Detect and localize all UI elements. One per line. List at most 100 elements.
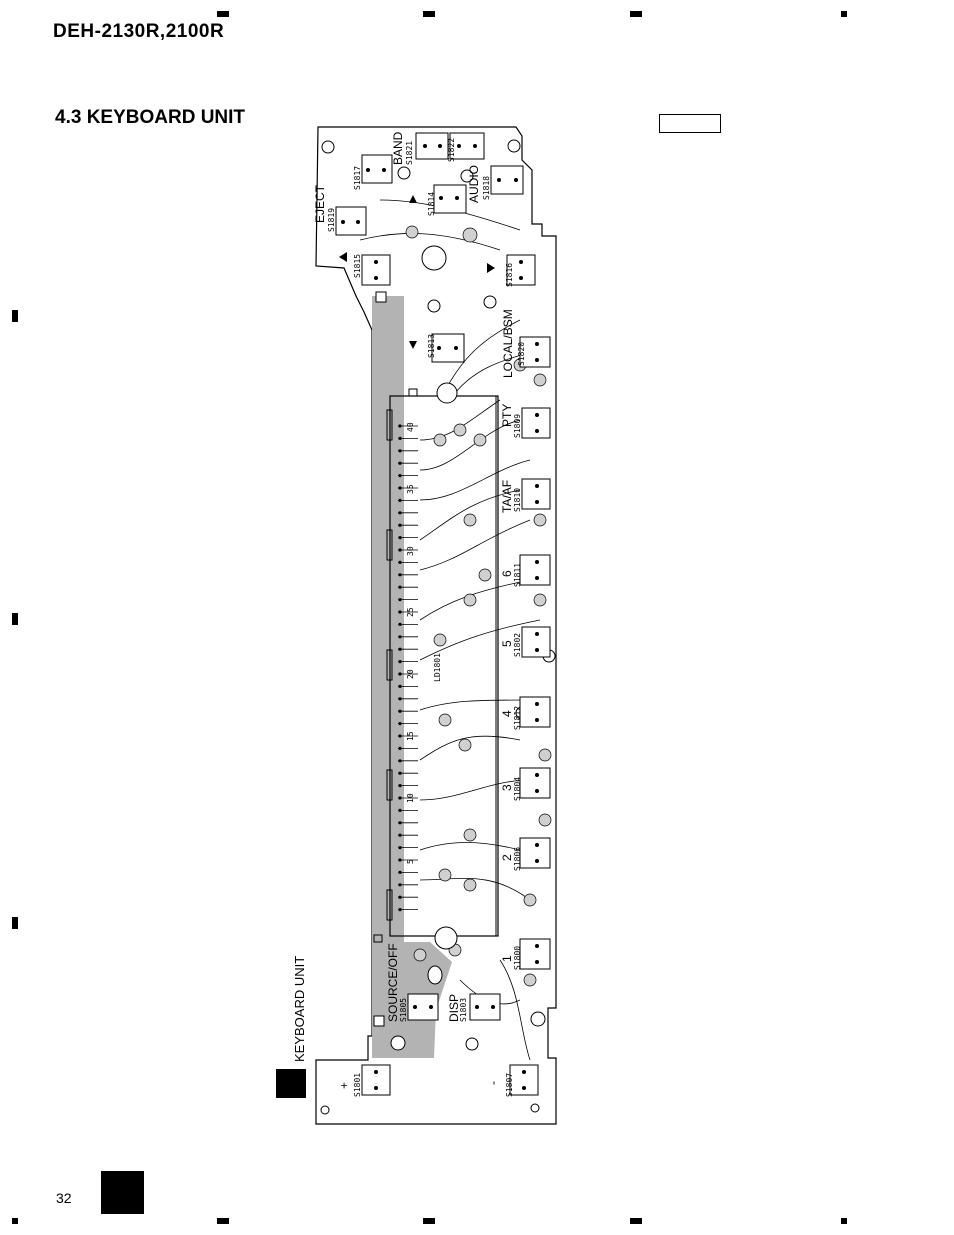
lcd-pin-dot xyxy=(398,610,402,614)
section-tab-block xyxy=(276,1069,306,1098)
ta-af-label: TA/AF xyxy=(500,480,514,513)
lcd-pin-dot xyxy=(398,535,402,540)
lcd-pin-number: 25 xyxy=(406,607,415,617)
key-1-label: 1 xyxy=(500,955,514,962)
lcd-pin-dot xyxy=(398,845,402,850)
key-4-label: 4 xyxy=(500,710,514,717)
switch-ref: S1803 xyxy=(459,998,468,1022)
lcd-display xyxy=(389,395,499,937)
lcd-pin-number: 5 xyxy=(406,859,415,864)
lcd-labels: LD1801 40 35 30 25 20 15 10 5 xyxy=(406,422,442,864)
hole xyxy=(375,291,387,303)
lcd-pin-dot xyxy=(398,548,402,552)
lcd-pin-dot xyxy=(398,473,402,478)
lcd-clips xyxy=(386,409,393,921)
key-2-label: 2 xyxy=(500,854,514,861)
switch-ref: S1814 xyxy=(427,192,436,216)
switch-ref: S1804 xyxy=(513,777,522,801)
lcd-pin-dot xyxy=(398,585,402,589)
lcd-pin-number: 10 xyxy=(406,793,415,803)
traces xyxy=(359,199,541,1061)
registration-mark xyxy=(841,1218,847,1224)
lcd-pin-dot xyxy=(398,573,402,577)
down-arrow-icon xyxy=(409,341,417,349)
band-label: BAND xyxy=(391,131,405,165)
switch-ref: S1821 xyxy=(405,141,414,165)
section-title: 4.3 KEYBOARD UNIT xyxy=(55,107,246,128)
lcd-pin-dot xyxy=(398,895,402,899)
lcd-pin-dot xyxy=(398,771,402,775)
registration-mark xyxy=(217,1218,229,1224)
switch-ref: S1812 xyxy=(513,706,522,730)
lcd-pin-dot xyxy=(398,759,402,763)
lcd-pin-dot xyxy=(398,486,402,490)
plus-label: + xyxy=(337,1082,351,1089)
lcd-pin-dot xyxy=(398,808,402,813)
page-tab-block xyxy=(101,1171,144,1214)
up-arrow-icon xyxy=(409,195,417,203)
lcd-pin-dot xyxy=(398,523,402,527)
registration-mark xyxy=(12,310,18,322)
lcd-pin-dot xyxy=(398,858,402,862)
model-header: DEH-2130R,2100R xyxy=(53,21,225,42)
switch-ref: S1817 xyxy=(353,166,362,190)
switch-ref: S1802 xyxy=(513,633,522,657)
lcd-pin-number: 15 xyxy=(406,731,415,741)
registration-mark xyxy=(423,1218,435,1224)
switch-ref: S1818 xyxy=(482,176,491,200)
switch-ref: S1806 xyxy=(513,847,522,871)
lcd-pin-dot xyxy=(398,597,402,602)
lcd-pin-dot xyxy=(398,833,402,837)
lcd-pin-number: 35 xyxy=(406,484,415,494)
oval-hole xyxy=(427,965,443,985)
lcd-pin-dot xyxy=(398,672,402,676)
ground-plane xyxy=(372,296,452,1058)
lcd-pin-dot xyxy=(398,436,402,440)
switch-ref-labels: S1817 S1821 S1822 S1819 S1814 S1818 S181… xyxy=(327,138,526,1097)
lcd-pin-dot xyxy=(398,783,402,788)
lcd-pin-dot xyxy=(398,449,402,453)
lcd-pin-dot xyxy=(398,907,402,912)
lcd-pin-dot xyxy=(398,622,402,627)
page-number: 32 xyxy=(56,1190,72,1206)
lcd-pin-dot xyxy=(398,721,402,726)
lcd-pin-dot xyxy=(398,883,402,887)
lcd-pin-dot xyxy=(398,498,402,502)
switch-ref: S1801 xyxy=(353,1073,362,1097)
left-arrow-icon xyxy=(339,252,347,262)
switch-contacts xyxy=(341,144,539,1090)
pads xyxy=(405,225,552,987)
lcd-pin-dot xyxy=(398,424,402,428)
source-off-label: SOURCE/OFF xyxy=(386,943,400,1022)
disp-label: DISP xyxy=(447,994,461,1022)
key-5-label: 5 xyxy=(500,640,514,647)
pty-label: PTY xyxy=(500,404,514,427)
switch-ref: S1822 xyxy=(447,138,456,162)
registration-mark xyxy=(12,917,18,929)
registration-mark xyxy=(630,1218,642,1224)
lcd-pins xyxy=(398,424,418,912)
registration-mark xyxy=(423,11,435,17)
lcd-pin-dot xyxy=(398,697,402,701)
registration-mark xyxy=(630,11,642,17)
lcd-pin-dot xyxy=(398,870,402,875)
key-6-label: 6 xyxy=(500,570,514,577)
registration-mark xyxy=(12,613,18,625)
lcd-pin-number: 20 xyxy=(406,669,415,679)
switch-ref: S1813 xyxy=(427,334,436,358)
local-bsm-label: LOCAL/BSM xyxy=(501,309,515,378)
eject-label: EJECT xyxy=(313,184,327,223)
lcd-pin-dot xyxy=(398,746,402,751)
switch-ref: S1807 xyxy=(505,1073,514,1097)
switch-ref: S1816 xyxy=(505,263,514,287)
lcd-pin-number: 40 xyxy=(406,422,415,432)
registration-mark xyxy=(217,11,229,17)
arrow-icons xyxy=(339,195,495,349)
lcd-pin-dot xyxy=(398,511,402,515)
registration-mark xyxy=(12,1218,18,1224)
mount-hole xyxy=(390,1035,406,1051)
board-outline xyxy=(315,126,557,1125)
button-labels: BAND AUDIO EJECT LOCAL/BSM PTY TA/AF 6 5… xyxy=(313,131,515,1089)
switch-ref: S1809 xyxy=(513,414,522,438)
lcd-pin-dot xyxy=(398,796,402,800)
